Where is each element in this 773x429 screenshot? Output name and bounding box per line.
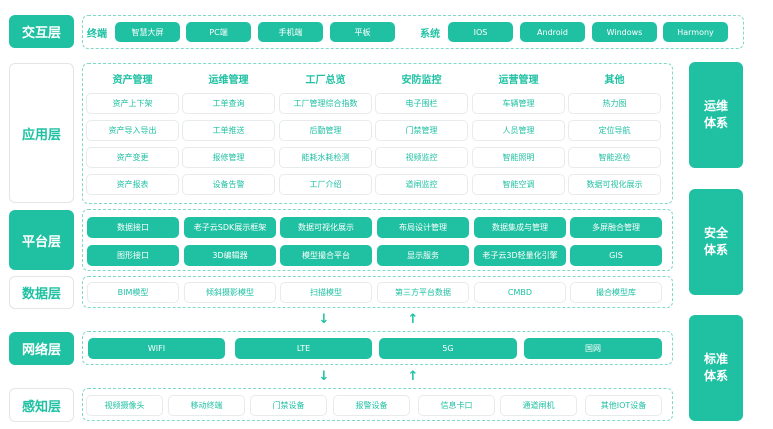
platform-item[interactable]: 数据集成与管理 [474, 217, 566, 238]
platform-layer-panel [82, 209, 673, 271]
app-item[interactable]: 智能巡检 [568, 147, 661, 168]
perception-item[interactable]: 移动终端 [168, 395, 245, 416]
network-item[interactable]: 5G [379, 338, 517, 359]
app-item[interactable]: 工厂管理综合指数 [279, 93, 372, 114]
data-item[interactable]: BIM模型 [87, 282, 179, 303]
side-system-line2: 体系 [703, 116, 728, 130]
column-title: 工厂总览 [305, 75, 346, 86]
layer-label-perception: 感知层 [9, 388, 74, 422]
network-item[interactable]: 国网 [524, 338, 662, 359]
side-system-security: 安全 体系 [689, 189, 743, 295]
perception-item[interactable]: 报警设备 [333, 395, 410, 416]
app-item[interactable]: 车辆管理 [472, 93, 565, 114]
platform-item[interactable]: 3D编辑器 [184, 245, 276, 266]
platform-item[interactable]: 显示服务 [377, 245, 469, 266]
arrow-down-icon: ↓ [318, 312, 330, 327]
app-item[interactable]: 定位导航 [568, 120, 661, 141]
app-item[interactable]: 视频监控 [375, 147, 468, 168]
column-title: 运营管理 [498, 75, 539, 86]
side-system-line1: 运维 [703, 99, 728, 113]
arrow-down-icon: ↓ [318, 369, 330, 384]
application-layer-panel [82, 63, 673, 204]
network-item[interactable]: LTE [235, 338, 372, 359]
system-button[interactable]: IOS [448, 22, 513, 42]
app-item[interactable]: 资产导入导出 [86, 120, 179, 141]
column-title: 资产管理 [112, 75, 153, 86]
layer-label-data: 数据层 [9, 276, 74, 309]
arrow-up-icon: ↑ [407, 312, 419, 327]
app-item[interactable]: 设备告警 [182, 174, 275, 195]
app-item[interactable]: 人员管理 [472, 120, 565, 141]
app-item[interactable]: 能耗水耗检测 [279, 147, 372, 168]
terminal-button[interactable]: 手机端 [258, 22, 323, 42]
platform-item[interactable]: 老子云3D轻量化引擎 [474, 245, 566, 266]
data-item[interactable]: 扫描模型 [280, 282, 372, 303]
app-item[interactable]: 智能照明 [472, 147, 565, 168]
layer-label-platform: 平台层 [9, 210, 74, 270]
system-button[interactable]: Harmony [663, 22, 728, 42]
app-item[interactable]: 后勤管理 [279, 120, 372, 141]
column-title: 安防监控 [401, 75, 442, 86]
system-label: 系统 [420, 29, 440, 40]
side-system-line2: 体系 [703, 243, 728, 257]
perception-item[interactable]: 其他IOT设备 [585, 395, 662, 416]
app-item[interactable]: 工单查询 [182, 93, 275, 114]
layer-label-application: 应用层 [9, 63, 74, 203]
app-item[interactable]: 门禁管理 [375, 120, 468, 141]
layer-label-interaction: 交互层 [9, 15, 74, 48]
app-item[interactable]: 资产变更 [86, 147, 179, 168]
system-button[interactable]: Windows [592, 22, 657, 42]
terminal-button[interactable]: 平板 [330, 22, 395, 42]
terminal-button[interactable]: PC端 [186, 22, 251, 42]
perception-layer-panel [82, 388, 673, 421]
data-item[interactable]: 撮合模型库 [570, 282, 662, 303]
terminal-label: 终端 [87, 29, 107, 40]
interaction-layer-panel [82, 15, 744, 49]
app-item[interactable]: 道闸监控 [375, 174, 468, 195]
network-item[interactable]: WIFI [88, 338, 225, 359]
perception-item[interactable]: 视频摄像头 [86, 395, 163, 416]
side-system-line1: 安全 [703, 226, 728, 240]
data-layer-panel [82, 276, 673, 308]
side-system-ops: 运维 体系 [689, 62, 743, 168]
platform-item[interactable]: 老子云SDK展示框架 [184, 217, 276, 238]
app-item[interactable]: 数据可视化展示 [568, 174, 661, 195]
app-item[interactable]: 资产上下架 [86, 93, 179, 114]
side-system-standard: 标准 体系 [689, 315, 743, 421]
column-title: 其他 [604, 75, 625, 86]
perception-item[interactable]: 信息卡口 [418, 395, 495, 416]
app-item[interactable]: 电子围栏 [375, 93, 468, 114]
app-item[interactable]: 智能空调 [472, 174, 565, 195]
network-layer-panel [82, 331, 673, 365]
perception-item[interactable]: 门禁设备 [250, 395, 327, 416]
platform-item[interactable]: 布局设计管理 [377, 217, 469, 238]
data-item[interactable]: CMBD [474, 282, 566, 303]
perception-item[interactable]: 通道闸机 [500, 395, 577, 416]
platform-item[interactable]: 多屏融合管理 [570, 217, 662, 238]
column-title: 运维管理 [208, 75, 249, 86]
app-item[interactable]: 报修管理 [182, 147, 275, 168]
app-item[interactable]: 热力图 [568, 93, 661, 114]
system-button[interactable]: Android [520, 22, 585, 42]
platform-item[interactable]: GIS [570, 245, 662, 266]
platform-item[interactable]: 图形接口 [87, 245, 179, 266]
layer-label-network: 网络层 [9, 332, 74, 365]
app-item[interactable]: 工单推送 [182, 120, 275, 141]
app-item[interactable]: 资产报表 [86, 174, 179, 195]
arrow-up-icon: ↑ [407, 369, 419, 384]
platform-item[interactable]: 数据接口 [87, 217, 179, 238]
side-system-line1: 标准 [703, 352, 728, 366]
side-system-line2: 体系 [703, 369, 728, 383]
platform-item[interactable]: 数据可视化展示 [280, 217, 372, 238]
data-item[interactable]: 第三方平台数据 [377, 282, 469, 303]
platform-item[interactable]: 模型撮合平台 [280, 245, 372, 266]
data-item[interactable]: 倾斜摄影模型 [184, 282, 276, 303]
app-item[interactable]: 工厂介绍 [279, 174, 372, 195]
terminal-button[interactable]: 智慧大屏 [115, 22, 180, 42]
